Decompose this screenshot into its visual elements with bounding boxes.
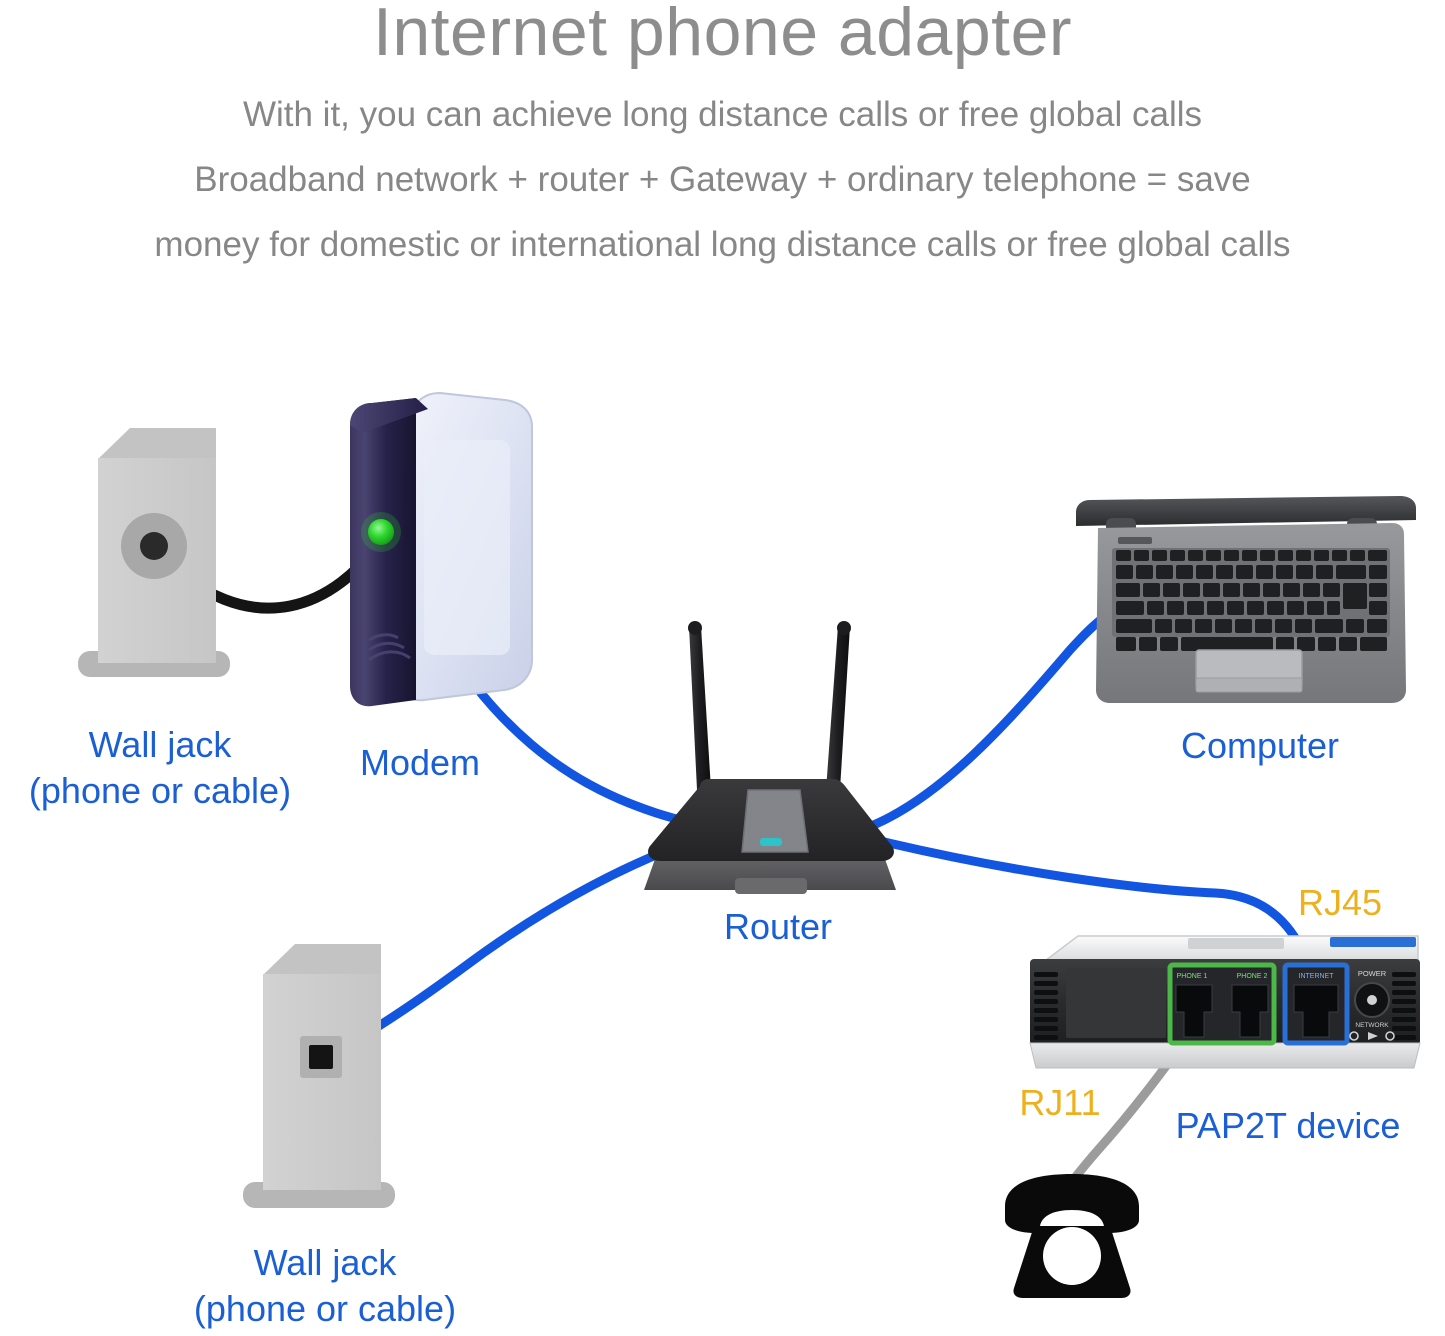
laptop-trackpad-buttons[interactable] [1195, 677, 1303, 693]
pap2t-vents-right [1392, 972, 1416, 1040]
label-rj11: RJ11 [960, 1082, 1160, 1124]
wall-jack-bottom[interactable] [243, 944, 395, 1208]
router-center-panel [741, 789, 809, 853]
wall-jack-top-port-hole [140, 532, 168, 560]
pap2t-phone2-port-label: PHONE 2 [1237, 973, 1268, 980]
router-device[interactable] [644, 621, 896, 894]
wall-jack-top-top-face [98, 428, 216, 459]
pap2t-device[interactable]: PHONE 1 PHONE 2 INTERNET POWER NETWORK [1029, 935, 1421, 1069]
label-modem: Modem [300, 742, 540, 784]
label-rj11-text: RJ11 [1019, 1082, 1101, 1123]
label-wall-jack-top-line1: Wall jack [88, 724, 232, 765]
modem-body-notch [404, 468, 416, 628]
modem-wave-icon [368, 633, 411, 662]
telephone-dial[interactable] [1043, 1227, 1101, 1285]
label-router: Router [648, 906, 908, 948]
subtitle-block: With it, you can achieve long distance c… [0, 82, 1445, 277]
subtitle-line-3: money for domestic or international long… [154, 225, 1291, 264]
modem-status-led [368, 519, 394, 545]
label-computer: Computer [1120, 725, 1400, 767]
wall-jack-bottom-top-face [263, 944, 381, 975]
subtitle-line-2: Broadband network + router + Gateway + o… [194, 160, 1251, 199]
pap2t-power-jack-pin [1367, 995, 1377, 1005]
laptop-lid [1076, 496, 1416, 526]
cable-router-to-computer [861, 609, 1113, 833]
router-antenna-left-tip [688, 621, 702, 635]
modem-body-top [350, 398, 428, 433]
label-rj45-text: RJ45 [1297, 882, 1383, 923]
pap2t-internet-jack[interactable] [1293, 984, 1339, 1038]
label-wall-jack-bottom: Wall jack (phone or cable) [165, 1240, 485, 1332]
pap2t-base [1029, 1042, 1421, 1069]
pap2t-left-panel [1066, 968, 1166, 1038]
pap2t-phone1-jack[interactable] [1175, 984, 1213, 1038]
label-wall-jack-top: Wall jack (phone or cable) [0, 722, 320, 814]
modem-device[interactable] [350, 391, 533, 707]
label-pap2t-text: PAP2T device [1175, 1105, 1401, 1146]
pap2t-power-label: POWER [1358, 969, 1387, 978]
modem-panel-inset [424, 440, 510, 655]
label-computer-text: Computer [1180, 725, 1340, 766]
label-pap2t: PAP2T device [1128, 1105, 1445, 1147]
header: Internet phone adapter With it, you can … [0, 0, 1445, 277]
modem-body [350, 398, 416, 707]
modem-status-led-glow [361, 512, 401, 552]
pap2t-top-blue-strip [1330, 937, 1416, 947]
telephone-device[interactable] [1005, 1174, 1139, 1298]
pap2t-phone1-port-label: PHONE 1 [1177, 973, 1208, 980]
router-antenna-left [689, 626, 711, 790]
pap2t-network-label: NETWORK [1355, 1022, 1389, 1029]
router-antenna-right-tip [837, 621, 851, 635]
router-antenna-right [826, 626, 850, 790]
label-wall-jack-bottom-line1: Wall jack [253, 1242, 397, 1283]
wall-jack-top[interactable] [78, 428, 230, 677]
label-router-text: Router [723, 906, 833, 947]
pap2t-internet-port-label: INTERNET [1299, 973, 1335, 980]
telephone-handset [1005, 1174, 1139, 1233]
wall-jack-bottom-port-hole [309, 1045, 333, 1069]
pap2t-top-slot [1188, 938, 1284, 949]
subtitle-line-1: With it, you can achieve long distance c… [242, 95, 1203, 134]
laptop-keys [1116, 550, 1387, 651]
page-title: Internet phone adapter [372, 0, 1073, 70]
label-modem-text: Modem [359, 742, 481, 783]
wall-jack-bottom-body [263, 974, 381, 1190]
label-wall-jack-bottom-line2: (phone or cable) [193, 1288, 457, 1329]
laptop-brand-mark [1118, 537, 1152, 544]
pap2t-phone2-jack[interactable] [1231, 984, 1269, 1038]
pap2t-vents-left [1034, 972, 1058, 1040]
computer-device[interactable] [1076, 496, 1416, 703]
pap2t-status-leds [1349, 1031, 1395, 1041]
label-rj45: RJ45 [1240, 882, 1440, 924]
router-led-indicator [760, 838, 782, 846]
label-wall-jack-top-line2: (phone or cable) [28, 770, 292, 811]
router-base-foot [735, 878, 807, 894]
pap2t-play-icon [1368, 1032, 1378, 1040]
